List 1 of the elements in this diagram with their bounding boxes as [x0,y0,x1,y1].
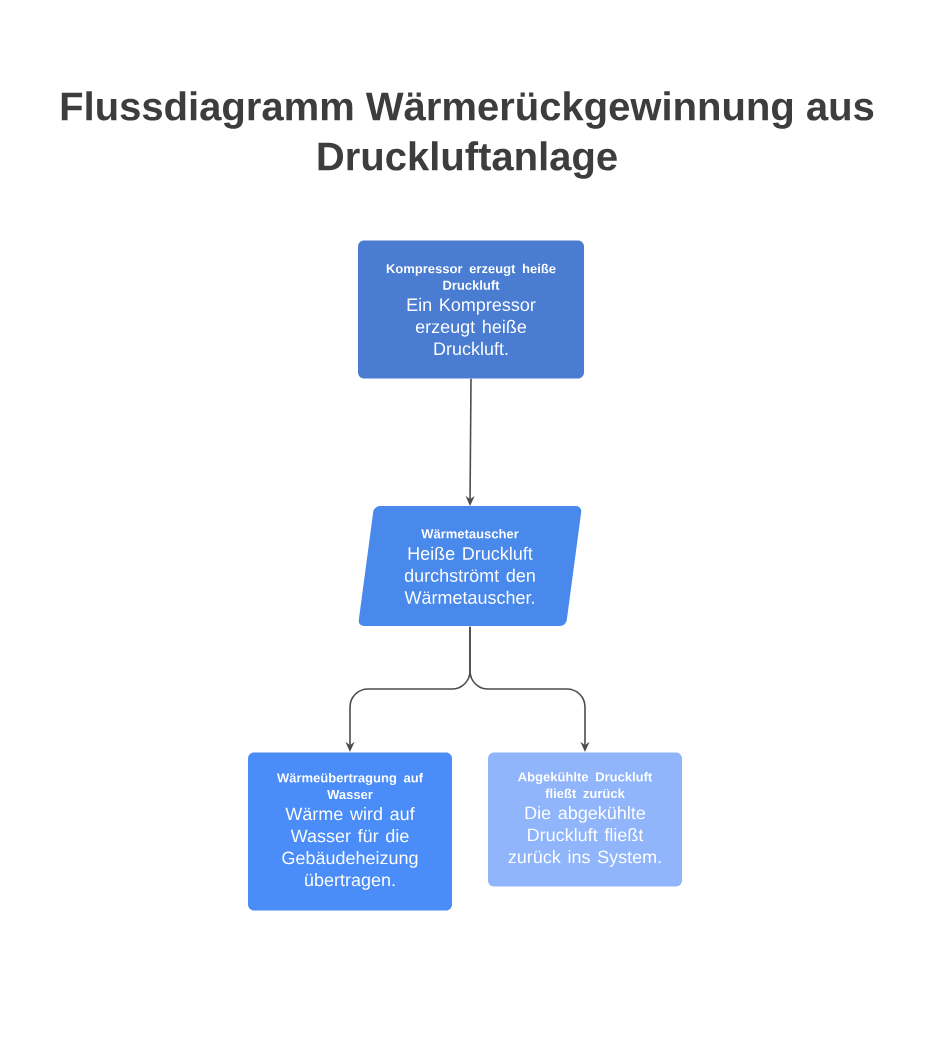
title: Flussdiagramm Wärmerückgewinnung aus Druckluftanlage [61,91,874,179]
